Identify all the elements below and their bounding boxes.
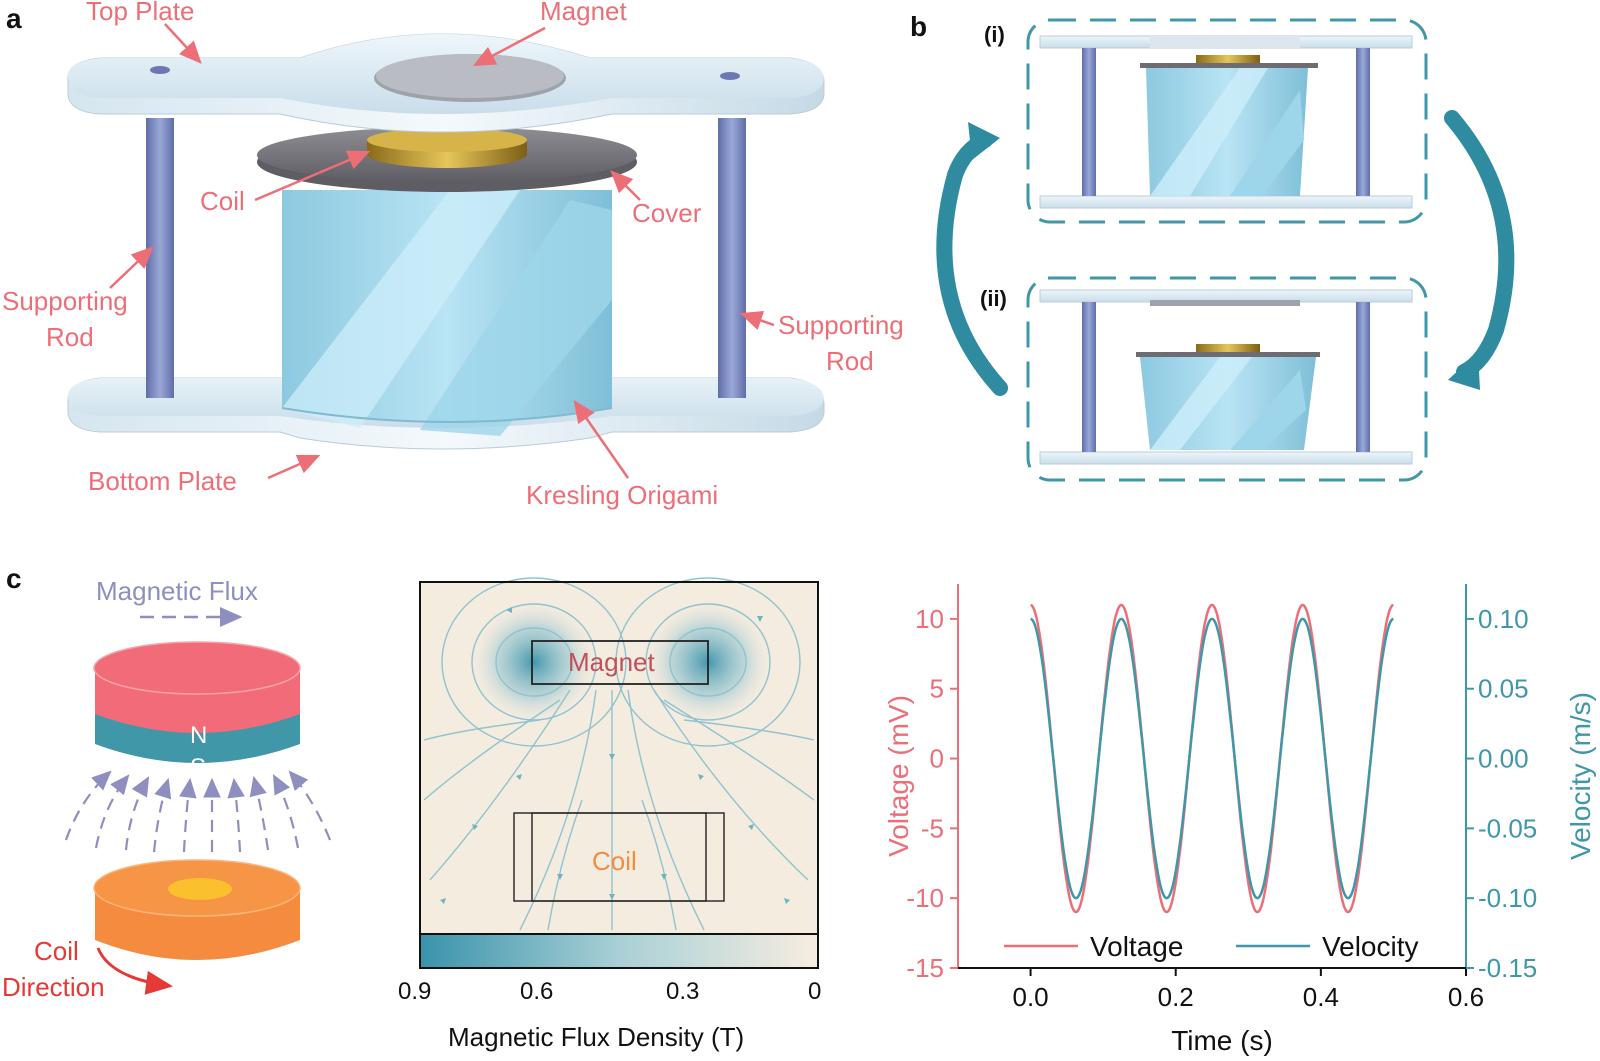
colorbar: 0.9 0.6 0.3 0 Magnetic Flux Density (T)	[398, 933, 821, 1052]
y-left-tick-label: -10	[906, 883, 944, 913]
field-map-magnet-label: Magnet	[568, 647, 655, 677]
x-tick-label: 0.6	[1448, 982, 1484, 1012]
panel-b: b (i) (ii)	[910, 11, 1515, 482]
field-map-coil-label: Coil	[592, 846, 637, 876]
label-coil: Coil	[200, 186, 245, 216]
y-right-tick-label: 0.10	[1478, 604, 1529, 634]
y-axis-label-right: Velocity (m/s)	[1565, 692, 1596, 860]
supporting-rod-left	[146, 118, 174, 398]
kresling-origami	[281, 190, 613, 436]
panel-c-letter: c	[6, 563, 22, 594]
state-i-box: (i)	[984, 18, 1428, 224]
label-cover: Cover	[632, 198, 702, 228]
x-axis-label: Time (s)	[1171, 1025, 1273, 1056]
coil-ring	[367, 128, 527, 168]
colorbar-tick-1: 0.6	[520, 978, 553, 1005]
colorbar-tick-2: 0.3	[666, 978, 699, 1005]
colorbar-tick-3: 0	[808, 978, 821, 1005]
y-left-tick-label: 0	[930, 744, 944, 774]
label-top-plate: Top Plate	[86, 0, 194, 26]
coil-direction-label-1: Coil	[34, 936, 79, 966]
colorbar-tick-0: 0.9	[398, 978, 431, 1005]
label-supporting-rod-left-2: Rod	[46, 322, 94, 352]
series-line-velocity	[1030, 617, 1394, 900]
coil-direction-label-2: Direction	[2, 972, 105, 1002]
label-supporting-rod-left-1: Supporting	[2, 286, 128, 316]
chart-legend: Voltage Velocity	[1004, 931, 1419, 962]
state-ii-box: (ii)	[980, 276, 1428, 482]
supporting-rod-right	[718, 118, 746, 398]
legend-label-velocity: Velocity	[1322, 931, 1419, 962]
coil-cylinder	[93, 859, 301, 960]
magnetic-flux-label: Magnetic Flux	[96, 576, 258, 606]
legend-label-voltage: Voltage	[1090, 931, 1183, 962]
label-kresling-origami: Kresling Origami	[526, 480, 718, 510]
cycle-arrow-left	[936, 122, 1008, 396]
y-left-tick-label: 10	[915, 604, 944, 634]
coil-direction-arrow	[96, 947, 173, 995]
y-left-tick-label: -15	[906, 953, 944, 983]
x-tick-label: 0.0	[1012, 982, 1048, 1012]
voltage-velocity-chart: 0.0 0.2 0.4 0.6 10 5 0 -5 -10 -15 0.10 0.05 0.00 -0.0…	[883, 584, 1596, 1056]
label-supporting-rod-right-2: Rod	[826, 346, 874, 376]
y-left-tick-label: 5	[930, 674, 944, 704]
y-right-tick-label: -0.10	[1478, 883, 1537, 913]
panel-a-letter: a	[6, 3, 22, 34]
panel-a-annotations: Top Plate Magnet Coil Cover Supporting R…	[2, 0, 904, 510]
south-pole-label: S	[190, 754, 206, 781]
y-right-tick-label: 0.00	[1478, 744, 1529, 774]
y-right-tick-label: -0.15	[1478, 953, 1537, 983]
state-i-label: (i)	[984, 22, 1005, 47]
y-axis-label-left: Voltage (mV)	[883, 695, 914, 857]
x-tick-label: 0.4	[1303, 982, 1339, 1012]
label-magnet: Magnet	[540, 0, 627, 26]
panel-c: c Magnetic Flux N S	[2, 563, 1596, 1056]
cycle-arrow-right	[1444, 110, 1515, 390]
panel-b-letter: b	[910, 11, 927, 42]
field-map: Magnet Coil	[419, 577, 819, 935]
y-right-tick-label: -0.05	[1478, 813, 1537, 843]
label-supporting-rod-right-1: Supporting	[778, 310, 904, 340]
y-left-tick-label: -5	[921, 813, 944, 843]
flux-lines	[64, 770, 332, 853]
colorbar-title: Magnetic Flux Density (T)	[448, 1022, 744, 1052]
x-tick-label: 0.2	[1158, 982, 1194, 1012]
magnet-cylinder: N S	[93, 641, 301, 781]
panel-a: a	[2, 0, 904, 510]
label-bottom-plate: Bottom Plate	[88, 466, 237, 496]
top-plate	[67, 33, 825, 133]
y-right-tick-label: 0.05	[1478, 674, 1529, 704]
north-pole-label: N	[190, 722, 207, 749]
state-ii-label: (ii)	[980, 286, 1007, 311]
